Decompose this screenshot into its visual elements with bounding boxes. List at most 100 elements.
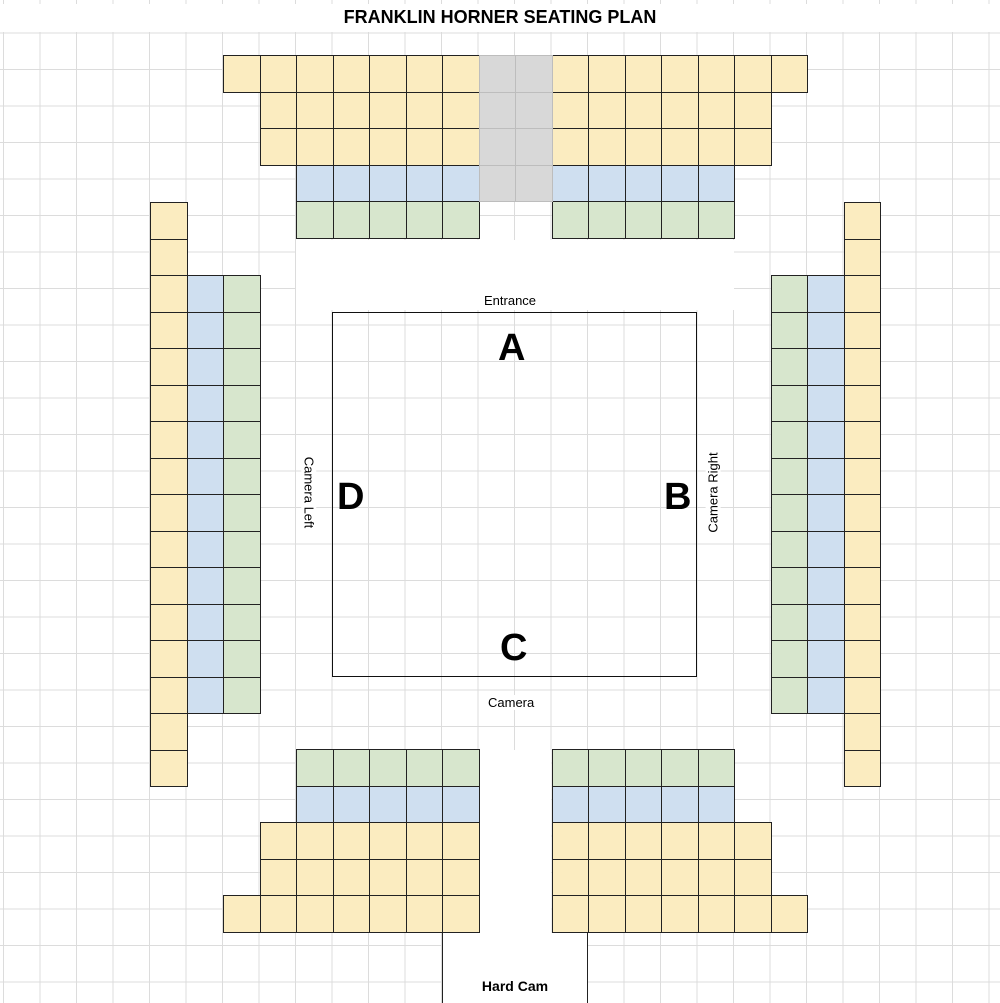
seat-bottom-right[interactable] [697, 895, 735, 933]
seat-bottom-right[interactable] [588, 858, 626, 896]
seat-bottom-right[interactable] [661, 858, 699, 896]
seat-left[interactable] [223, 384, 261, 422]
seat-bottom-right[interactable] [551, 895, 589, 933]
seat-bottom-right[interactable] [624, 785, 662, 823]
seat-right[interactable] [770, 530, 808, 568]
seat-top-right[interactable] [770, 55, 808, 93]
seat-right[interactable] [807, 348, 845, 386]
seat-top-aisle[interactable] [515, 91, 553, 129]
seat-left[interactable] [150, 567, 188, 605]
seat-top-left[interactable] [405, 201, 443, 239]
seat-top-aisle[interactable] [515, 128, 553, 166]
seat-left[interactable] [150, 202, 188, 240]
seat-left[interactable] [150, 676, 188, 714]
seat-top-right[interactable] [734, 91, 772, 129]
seat-left[interactable] [150, 713, 188, 751]
seat-left[interactable] [223, 275, 261, 313]
seat-bottom-right[interactable] [661, 785, 699, 823]
seat-left[interactable] [150, 749, 188, 787]
seat-top-right[interactable] [588, 201, 626, 239]
seat-top-aisle[interactable] [478, 128, 516, 166]
seat-bottom-left[interactable] [296, 749, 334, 787]
seat-bottom-left[interactable] [296, 858, 334, 896]
seat-top-left[interactable] [332, 128, 370, 166]
seat-top-left[interactable] [442, 55, 480, 93]
seat-left[interactable] [150, 640, 188, 678]
seat-right[interactable] [843, 676, 881, 714]
seat-right[interactable] [843, 421, 881, 459]
seat-right[interactable] [843, 275, 881, 313]
seat-top-left[interactable] [369, 55, 407, 93]
seat-bottom-left[interactable] [332, 895, 370, 933]
seat-top-left[interactable] [405, 91, 443, 129]
seat-right[interactable] [843, 567, 881, 605]
seat-top-right[interactable] [661, 128, 699, 166]
seat-right[interactable] [843, 530, 881, 568]
seat-top-left[interactable] [369, 128, 407, 166]
seat-right[interactable] [770, 676, 808, 714]
seat-right[interactable] [770, 384, 808, 422]
seat-left[interactable] [150, 603, 188, 641]
seat-top-left[interactable] [332, 91, 370, 129]
seat-top-left[interactable] [332, 164, 370, 202]
seat-left[interactable] [223, 567, 261, 605]
seat-bottom-left[interactable] [332, 785, 370, 823]
seat-right[interactable] [770, 421, 808, 459]
seat-left[interactable] [150, 457, 188, 495]
seat-left[interactable] [223, 457, 261, 495]
seat-right[interactable] [843, 238, 881, 276]
seat-bottom-right[interactable] [661, 822, 699, 860]
seat-right[interactable] [807, 676, 845, 714]
seat-right[interactable] [807, 311, 845, 349]
seat-right[interactable] [770, 603, 808, 641]
seat-right[interactable] [807, 384, 845, 422]
seat-left[interactable] [150, 238, 188, 276]
seat-left[interactable] [223, 530, 261, 568]
seat-bottom-right[interactable] [624, 895, 662, 933]
seat-bottom-left[interactable] [442, 749, 480, 787]
seat-left[interactable] [223, 603, 261, 641]
seat-right[interactable] [843, 457, 881, 495]
seat-bottom-right[interactable] [588, 822, 626, 860]
seat-bottom-left[interactable] [369, 895, 407, 933]
seat-left[interactable] [150, 348, 188, 386]
seat-bottom-right[interactable] [588, 749, 626, 787]
seat-bottom-left[interactable] [405, 858, 443, 896]
seat-top-right[interactable] [551, 164, 589, 202]
seat-bottom-right[interactable] [697, 822, 735, 860]
seat-top-right[interactable] [624, 91, 662, 129]
seat-right[interactable] [807, 421, 845, 459]
seat-left[interactable] [186, 457, 224, 495]
seat-left[interactable] [186, 348, 224, 386]
seat-right[interactable] [843, 311, 881, 349]
seat-bottom-left[interactable] [442, 785, 480, 823]
seat-top-left[interactable] [259, 128, 297, 166]
seat-bottom-left[interactable] [223, 895, 261, 933]
seat-right[interactable] [843, 494, 881, 532]
seat-left[interactable] [150, 275, 188, 313]
seat-top-left[interactable] [259, 91, 297, 129]
seat-bottom-right[interactable] [551, 749, 589, 787]
seat-top-right[interactable] [697, 164, 735, 202]
seat-top-right[interactable] [661, 201, 699, 239]
seat-left[interactable] [186, 640, 224, 678]
seat-left[interactable] [186, 275, 224, 313]
seat-bottom-right[interactable] [624, 858, 662, 896]
seat-top-left[interactable] [259, 55, 297, 93]
seat-left[interactable] [186, 311, 224, 349]
seat-left[interactable] [150, 311, 188, 349]
seat-bottom-left[interactable] [259, 822, 297, 860]
seat-right[interactable] [807, 457, 845, 495]
seat-bottom-right[interactable] [697, 749, 735, 787]
seat-right[interactable] [843, 749, 881, 787]
seat-bottom-right[interactable] [551, 822, 589, 860]
seat-top-right[interactable] [588, 164, 626, 202]
seat-right[interactable] [770, 640, 808, 678]
seat-right[interactable] [807, 494, 845, 532]
seat-left[interactable] [223, 348, 261, 386]
seat-top-right[interactable] [551, 201, 589, 239]
seat-top-aisle[interactable] [478, 55, 516, 93]
seat-left[interactable] [150, 530, 188, 568]
seat-bottom-right[interactable] [697, 858, 735, 896]
seat-top-aisle[interactable] [478, 164, 516, 202]
